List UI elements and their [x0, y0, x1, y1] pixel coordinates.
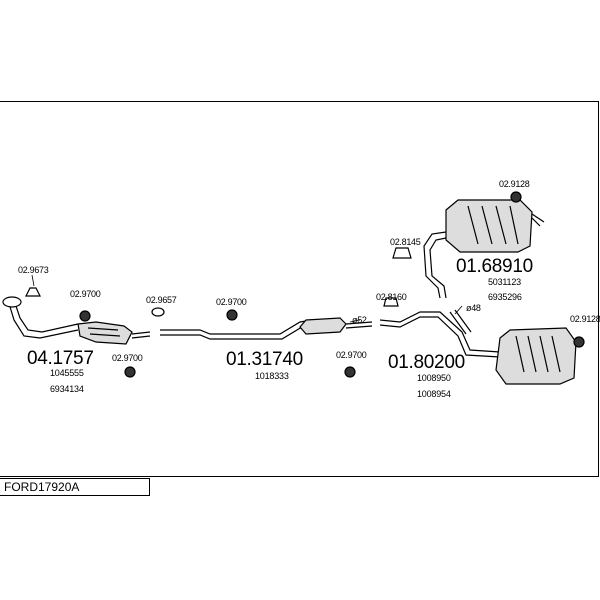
diagram-code: FORD17920A [4, 480, 80, 494]
part-label-clamp-a: 02.9673 [18, 265, 49, 275]
oem-rear-upper-1: 5031123 [488, 277, 521, 287]
ring-d-icon [344, 366, 356, 378]
oem-catalyst-2: 6934134 [50, 384, 84, 394]
ring-e-icon [510, 191, 522, 203]
hanger-icon [151, 307, 165, 317]
part-label-ring-c: 02.9700 [112, 353, 143, 363]
assembly-number-catalyst: 04.1757 [27, 348, 94, 369]
pipe-diameter-a: ø52 [352, 315, 367, 325]
oem-front-pipe-1: 1018333 [255, 371, 289, 381]
part-label-ring-d: 02.9700 [336, 350, 367, 360]
part-label-ring-b: 02.9700 [216, 297, 247, 307]
ring-b-icon [226, 309, 238, 321]
oem-middle-1: 1008950 [417, 373, 451, 383]
diagram-code-box: FORD17920A [0, 478, 150, 496]
part-label-ring-e: 02.9128 [499, 179, 530, 189]
assembly-number-front-pipe: 01.31740 [226, 349, 303, 370]
part-label-ring-f: 02.9128 [570, 314, 600, 324]
upper-pipe [423, 231, 447, 299]
diagonal-pipe [449, 309, 472, 335]
oem-middle-2: 1008954 [417, 389, 451, 399]
part-label-hanger-a: 02.9657 [146, 295, 177, 305]
front-resonator [299, 317, 347, 335]
ring-f-icon [573, 336, 585, 348]
part-label-clamp-b: 02.8160 [376, 292, 407, 302]
part-label-ring-a: 02.9700 [70, 289, 101, 299]
rear-silencer-upper [445, 199, 533, 253]
downpipe [7, 299, 79, 339]
assembly-number-middle: 01.80200 [388, 352, 465, 373]
part-label-clamp-c: 02.8145 [390, 237, 421, 247]
downpipe-flange [2, 296, 22, 308]
diagram-frame [0, 101, 599, 477]
clamp-c-icon [392, 247, 412, 259]
clamp-b-icon [383, 297, 399, 307]
oem-rear-upper-2: 6935296 [488, 292, 522, 302]
catalyst-body [77, 321, 133, 345]
clamp-a-icon [25, 287, 41, 297]
assembly-number-rear-upper: 01.68910 [456, 256, 533, 277]
ring-c-icon [124, 366, 136, 378]
pipe-diameter-b: ø48 [466, 303, 481, 313]
rear-silencer-right [495, 327, 577, 385]
middle-pipe [379, 311, 501, 353]
ring-a-icon [79, 310, 91, 322]
front-pipe [160, 319, 313, 335]
oem-catalyst-1: 1045555 [50, 368, 84, 378]
